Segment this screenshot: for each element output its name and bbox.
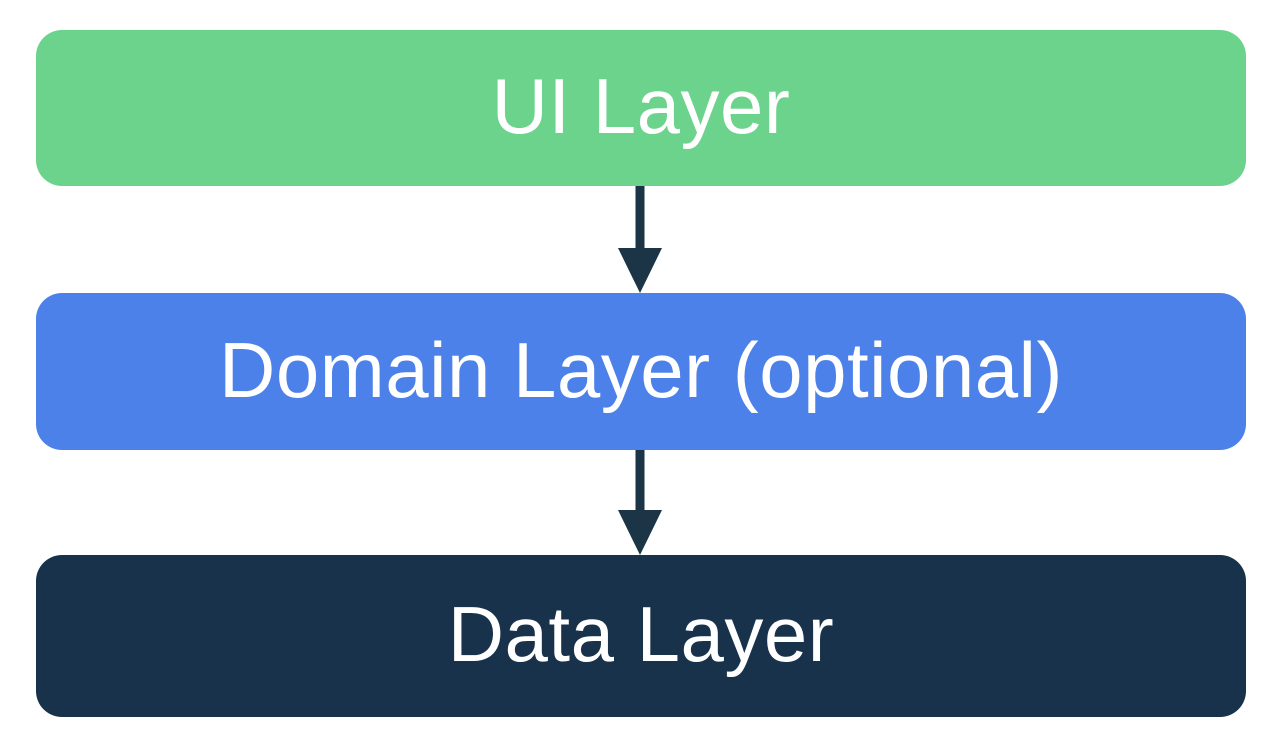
data-layer-box: Data Layer (36, 555, 1246, 717)
data-layer-label: Data Layer (447, 590, 835, 678)
arrow-head (618, 510, 662, 555)
arrow-shaft (635, 450, 645, 514)
domain-layer-label: Domain Layer (optional) (219, 325, 1063, 414)
arrow-down-icon (618, 450, 662, 555)
domain-layer-box: Domain Layer (optional) (36, 293, 1246, 450)
arrow-shaft (635, 186, 645, 252)
arrow-down-icon (618, 186, 662, 293)
arrow-head (618, 248, 662, 293)
ui-layer-box: UI Layer (36, 30, 1246, 186)
ui-layer-label: UI Layer (491, 62, 791, 150)
